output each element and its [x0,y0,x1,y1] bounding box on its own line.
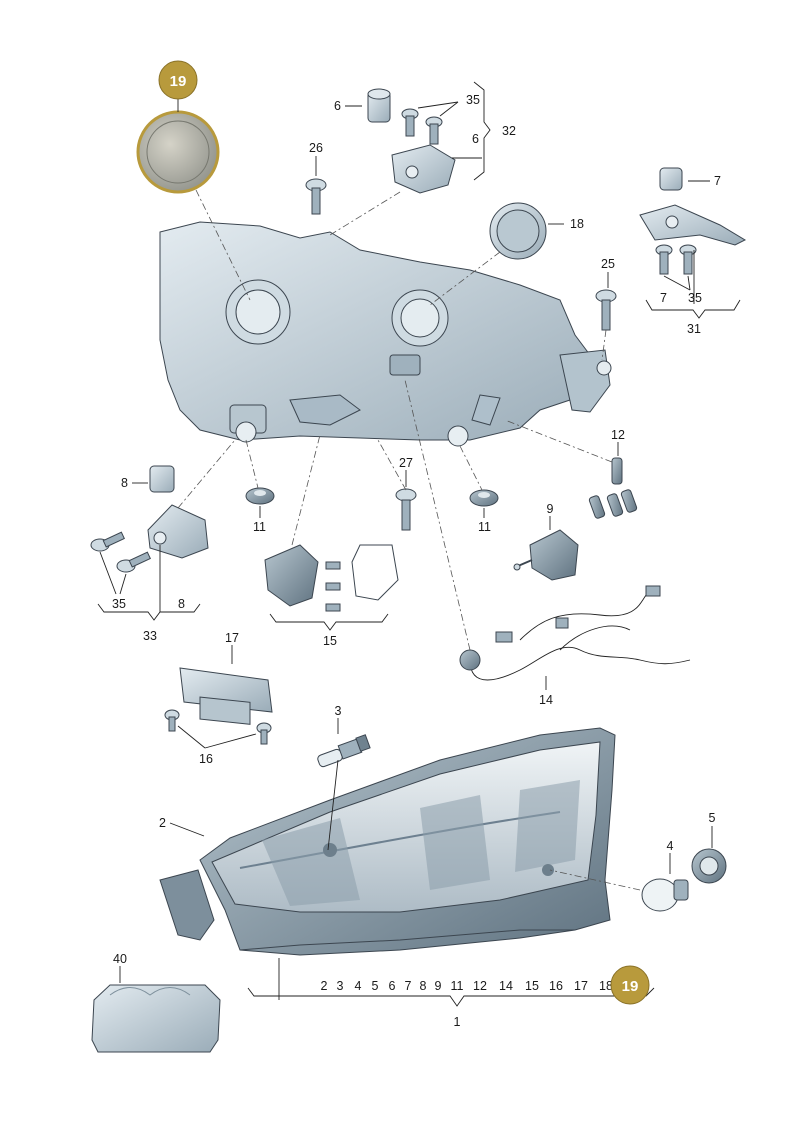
badge-label: 19 [622,978,639,995]
mount-bracket-8 [147,504,209,559]
screw-16-b [256,722,272,745]
highlighted-cap-19 [136,110,220,194]
callout-3: 3 [335,704,342,718]
screw-27 [395,488,417,531]
assembly-item: 5 [372,979,379,993]
socket-5 [691,848,727,884]
callout-33: 33 [143,629,157,643]
headlight-housing-rear [159,221,612,447]
cap-18 [489,202,547,260]
bulb-3 [317,734,371,768]
screw-35-right-b [679,244,697,275]
nut-7-top [659,167,683,191]
assembly-item: 17 [574,979,588,993]
module-17 [179,667,273,725]
screw-35-left-b [116,551,151,573]
callout-25: 25 [601,257,615,271]
callout-5: 5 [709,811,716,825]
badge-label: 19 [170,73,187,90]
wiring-harness-14 [459,585,691,681]
callout-27: 27 [399,456,413,470]
assembly-item: 3 [337,979,344,993]
callout-7-nut: 7 [714,174,721,188]
cover-40 [91,984,221,1053]
callout-2: 2 [159,816,166,830]
bracket-6 [391,144,456,194]
adjuster-motor-9 [513,529,579,581]
assembly-item: 7 [405,979,412,993]
assembly-item: 9 [435,979,442,993]
callout-1: 1 [454,1015,461,1029]
assembly-item: 6 [389,979,396,993]
highlight-badge-top[interactable]: 19 [158,60,198,100]
dash-leader-4 [549,869,641,891]
screw-35-right-a [655,244,673,275]
bushing-11-right [469,489,499,507]
screw-26 [305,178,327,215]
callout-8-bracket: 8 [178,597,185,611]
headlight-assembly-front [159,727,616,956]
bulb-4 [641,878,689,912]
assembly-item: 14 [499,979,513,993]
callout-8-nut: 8 [121,476,128,490]
callout-31: 31 [687,322,701,336]
dash-leader-6 [329,191,401,236]
assembly-item: 2 [321,979,328,993]
dash-leader-12 [504,419,613,463]
screw-16-a [164,709,180,732]
callout-labels: 6 35 6 32 26 18 7 25 7 35 31 12 8 27 11 … [112,93,721,1029]
dash-leader-11a [245,439,259,489]
callout-12: 12 [611,428,625,442]
callout-35-left: 35 [112,597,126,611]
callout-7-bracket: 7 [660,291,667,305]
assembly-item: 15 [525,979,539,993]
screw-35-top-b [425,116,443,145]
callout-6-bracket: 6 [472,132,479,146]
assembly-item: 12 [473,979,487,993]
assembly-item: 4 [355,979,362,993]
dash-leader-15 [291,434,321,546]
assembly-part-list: 2 3 4 5 6 7 8 9 11 12 14 15 16 17 18 [321,979,613,993]
callout-6-nut: 6 [334,99,341,113]
assembly-item: 18 [599,979,613,993]
callout-4: 4 [667,839,674,853]
callout-14: 14 [539,693,553,707]
screw-25 [595,289,617,331]
control-module-15 [264,544,399,612]
callout-26: 26 [309,141,323,155]
callout-32: 32 [502,124,516,138]
callout-9: 9 [547,502,554,516]
dash-leader-8 [177,439,236,509]
callout-11-right: 11 [478,520,491,534]
dash-leader-27 [377,439,407,491]
callout-40: 40 [113,952,127,966]
bushing-11-left [245,487,275,505]
dash-leader-14 [404,379,471,651]
bracket-31 [639,204,747,246]
callout-35-top: 35 [466,93,480,107]
callout-35-right: 35 [688,291,702,305]
nut-8 [149,465,175,493]
screw-35-left-a [90,531,125,552]
dash-leader-19 [195,189,251,301]
connector-12 [588,457,638,519]
assembly-item: 16 [549,979,563,993]
callout-11-left: 11 [253,520,266,534]
dash-leader-11b [459,445,483,491]
dash-leader-25 [601,329,607,361]
highlight-badge-bottom[interactable]: 19 [610,965,650,1005]
callout-18: 18 [570,217,584,231]
callout-15: 15 [323,634,337,648]
nut-6 [367,88,391,123]
assembly-item: 8 [420,979,427,993]
callout-17: 17 [225,631,239,645]
callout-16: 16 [199,752,213,766]
assembly-item: 11 [451,979,464,993]
screw-35-top-a [401,108,419,137]
